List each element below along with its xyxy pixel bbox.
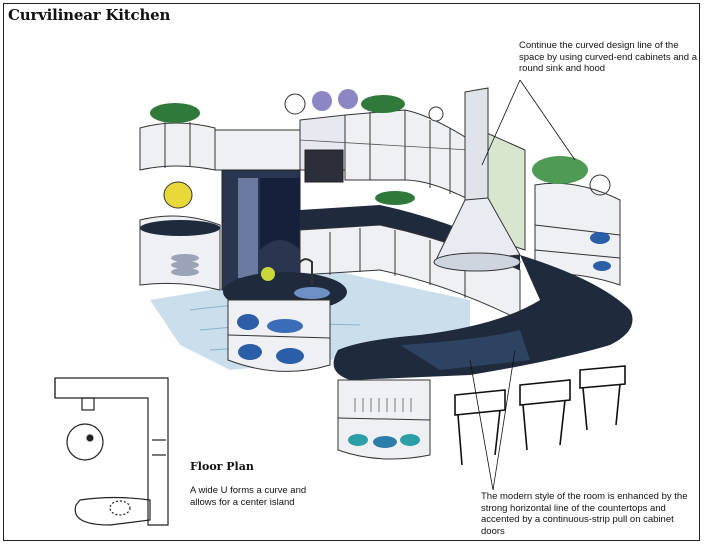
annotation-curved-design: Continue the curved design line of the s… <box>519 40 697 74</box>
page-title: Curvilinear Kitchen <box>8 6 171 24</box>
floor-plan-heading: Floor Plan <box>190 460 254 473</box>
floor-plan-drawing <box>54 377 169 526</box>
range-hood <box>433 87 521 272</box>
wall-oven <box>304 149 344 183</box>
decorative-plates <box>284 89 444 122</box>
bar-stools <box>454 365 626 466</box>
plants <box>150 95 588 205</box>
annotation-modern-style: The modern style of the room is enhanced… <box>481 491 688 537</box>
back-countertop <box>300 205 520 270</box>
leader-lines <box>469 79 576 491</box>
left-shelf-cabinet <box>139 122 221 291</box>
floor-plan-description: A wide U forms a curve and allows for a … <box>190 485 307 508</box>
page-frame <box>3 3 700 541</box>
peninsula-counter <box>333 255 633 460</box>
teapot <box>163 181 193 209</box>
center-island <box>223 258 347 372</box>
refrigerator <box>221 169 301 291</box>
